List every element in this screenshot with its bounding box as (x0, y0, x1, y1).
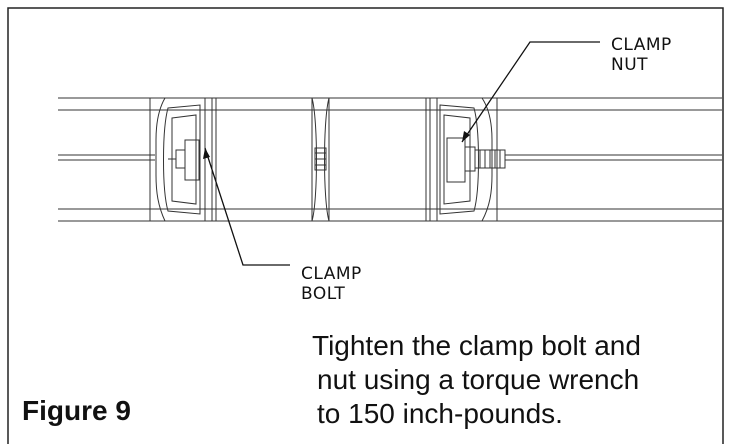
center-block-left (215, 97, 313, 222)
clamp-nut (446, 137, 466, 183)
center-block-right (328, 97, 427, 222)
clamp-bolt-tip (175, 149, 186, 169)
center-gap (311, 97, 330, 222)
right-bracket-plate (439, 104, 479, 215)
instruction-text: Tighten the clamp bolt and nut using a t… (312, 329, 641, 431)
instruction-line: nut using a torque wrench (317, 364, 640, 395)
left-bracket-plate (163, 104, 201, 215)
clamp-nut-callout-line-1: CLAMP (611, 35, 672, 55)
rail-assembly (58, 97, 722, 222)
clamp-nut-callout-line-2: NUT (611, 55, 649, 75)
clamp-bolt-head (184, 139, 200, 181)
left-bracket-curve (149, 97, 166, 222)
clamp-bolt-leader (204, 147, 290, 266)
figure-border (7, 7, 724, 444)
clamp-nut-leader (461, 41, 600, 143)
figure-label: Figure 9 (22, 395, 131, 426)
clamp-bolt-arrowhead (203, 148, 210, 159)
instruction-line: to 150 inch-pounds. (317, 398, 563, 429)
clamp-bolt-callout-line-1: CLAMP (301, 264, 362, 284)
right-bracket-curve (481, 97, 498, 222)
clamp-nut-callout: CLAMP NUT (611, 35, 672, 75)
clamp-nut-arrowhead (462, 131, 470, 142)
instruction-line: Tighten the clamp bolt and (312, 330, 641, 361)
clamp-bolt-callout-line-2: BOLT (301, 284, 346, 304)
clamp-bolt-callout: CLAMP BOLT (301, 264, 362, 304)
